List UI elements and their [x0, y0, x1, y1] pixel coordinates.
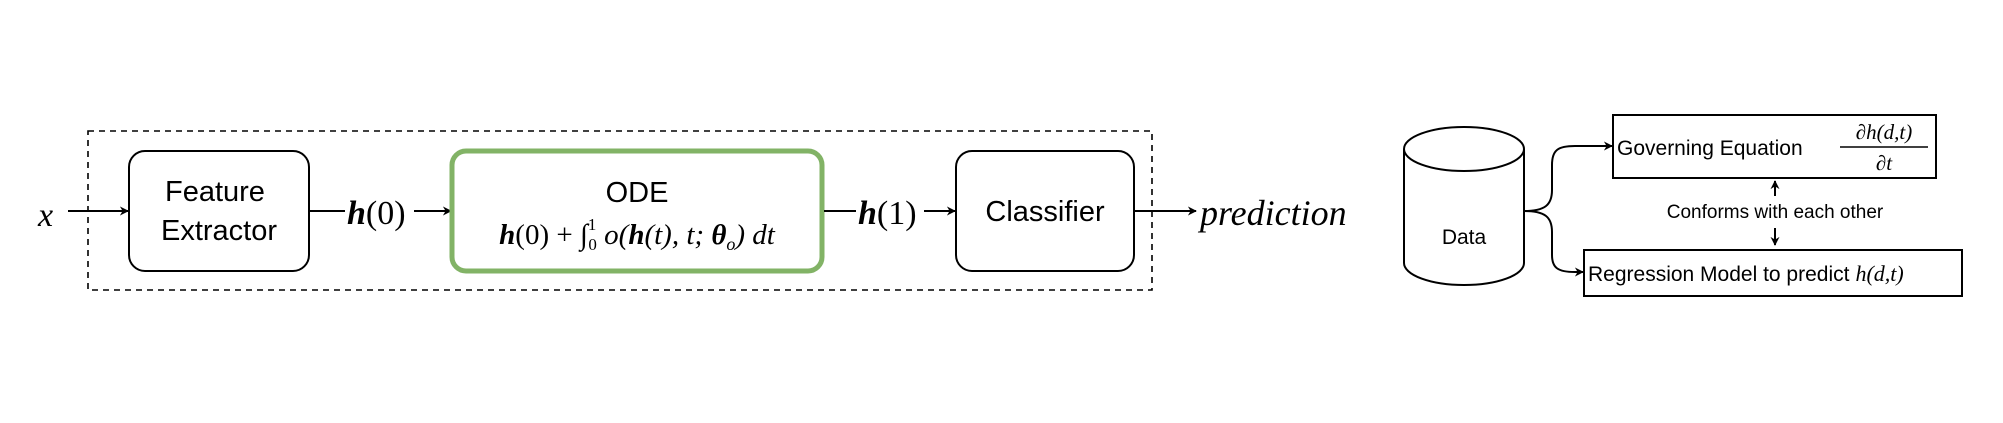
h0-label: h(0): [347, 195, 406, 232]
ode-title: ODE: [606, 177, 669, 209]
branch-brace-lower: [1523, 210, 1584, 277]
data-cylinder: [1403, 126, 1525, 286]
classifier-label: Classifier: [985, 196, 1105, 228]
ode-box: [449, 148, 825, 274]
feature-extractor-box: [128, 150, 310, 272]
regression-model-box: [1583, 249, 1963, 297]
physics-informed-diagram: Data Governing Equation ∂h(d,t) ∂t Confo…: [1403, 114, 1963, 297]
governing-equation-label: Governing Equation: [1617, 137, 1803, 160]
data-label: Data: [1442, 226, 1487, 249]
branch-brace: [1523, 141, 1613, 212]
feature-extractor-label: Feature Extractor: [161, 176, 277, 247]
conforms-label: Conforms with each other: [1667, 202, 1884, 223]
input-label: x: [37, 197, 53, 234]
h1-label: h(1): [858, 195, 917, 232]
governing-denominator: ∂t: [1876, 151, 1893, 175]
governing-numerator: ∂h(d,t): [1856, 120, 1912, 144]
prediction-label: prediction: [1197, 193, 1347, 233]
